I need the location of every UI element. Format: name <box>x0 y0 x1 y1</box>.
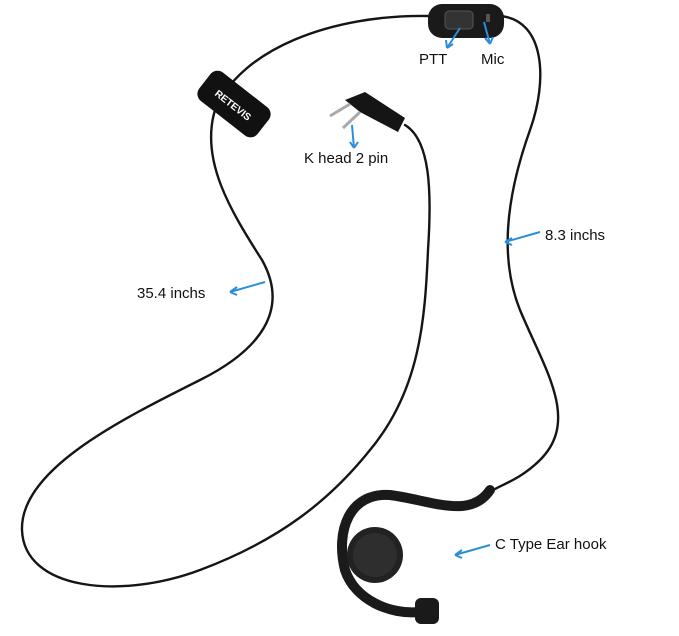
short-cable-length-label: 8.3 inchs <box>545 227 606 244</box>
ptt-label: PTT <box>419 51 448 68</box>
brand-clip: RETEVIS <box>197 70 271 138</box>
short-cable <box>488 14 560 494</box>
long-cable-length-label: 35.4 inchs <box>137 285 206 302</box>
k-head-label: K head 2 pin <box>304 150 389 167</box>
annotation-arrows <box>229 21 541 559</box>
ptt-box <box>428 4 504 38</box>
ear-hook <box>337 485 495 624</box>
long-cable <box>20 14 432 588</box>
mic-label: Mic <box>481 51 505 68</box>
ear-hook-label: C Type Ear hook <box>495 536 607 553</box>
k-plug <box>329 92 405 132</box>
